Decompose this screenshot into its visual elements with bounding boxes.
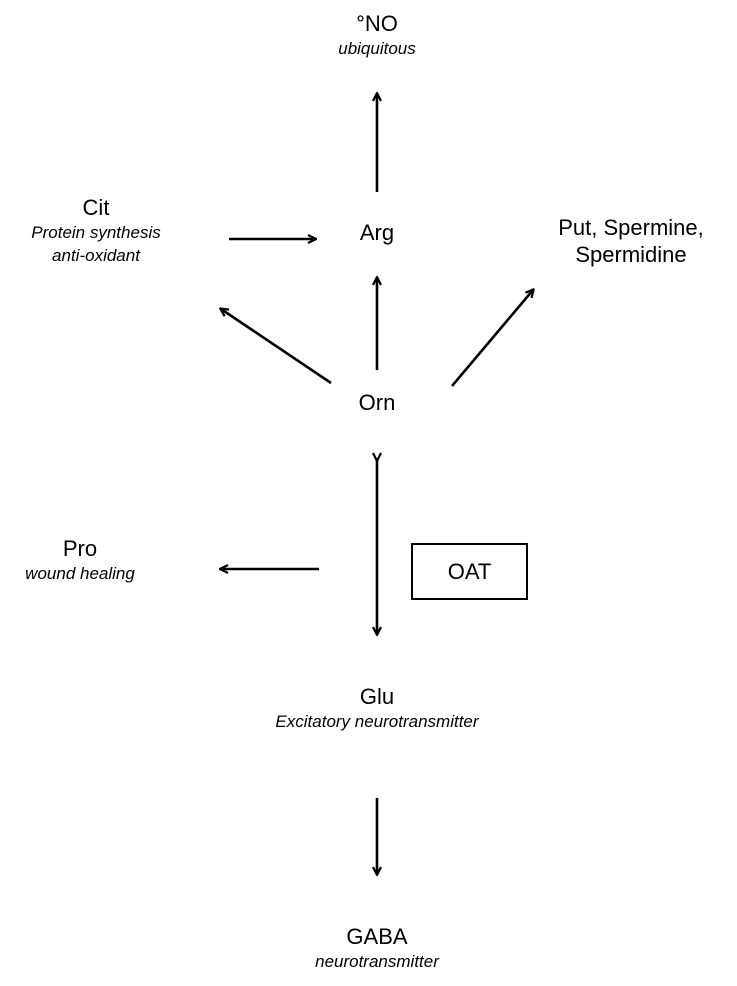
node-cit-name: Cit (82, 195, 110, 220)
enzyme-oat-box: OAT (411, 543, 528, 600)
node-cit-desc-1: Protein synthesis (31, 223, 161, 242)
node-no-desc: ubiquitous (338, 39, 416, 58)
node-glu-name: Glu (359, 684, 395, 709)
arrow-orn-to-polyamines (451, 290, 533, 387)
node-pro-name: Pro (62, 536, 98, 561)
node-ornithine: Orn (327, 389, 427, 416)
node-no-name: °NO (356, 11, 398, 36)
node-pro-desc: wound healing (25, 564, 135, 583)
node-polyamines-line-1: Put, Spermine, (558, 215, 704, 240)
node-polyamines: Put, Spermine, Spermidine (526, 214, 736, 268)
node-arginine: Arg (327, 219, 427, 246)
node-gaba: GABA neurotransmitter (252, 923, 502, 973)
node-arg-name: Arg (359, 220, 395, 245)
node-polyamines-line-2: Spermidine (575, 242, 687, 267)
node-orn-name: Orn (358, 390, 396, 415)
arrow-orn-to-cit (221, 309, 332, 385)
node-proline: Pro wound healing (0, 535, 160, 585)
node-glutamate: Glu Excitatory neurotransmitter (217, 683, 537, 733)
node-cit-desc-2: anti-oxidant (52, 246, 140, 265)
node-glu-desc: Excitatory neurotransmitter (275, 712, 479, 731)
node-citrulline: Cit Protein synthesis anti-oxidant (0, 194, 192, 267)
node-gaba-name: GABA (346, 924, 408, 949)
node-nitric-oxide: °NO ubiquitous (277, 10, 477, 60)
node-gaba-desc: neurotransmitter (315, 952, 439, 971)
enzyme-oat-label: OAT (447, 558, 492, 584)
